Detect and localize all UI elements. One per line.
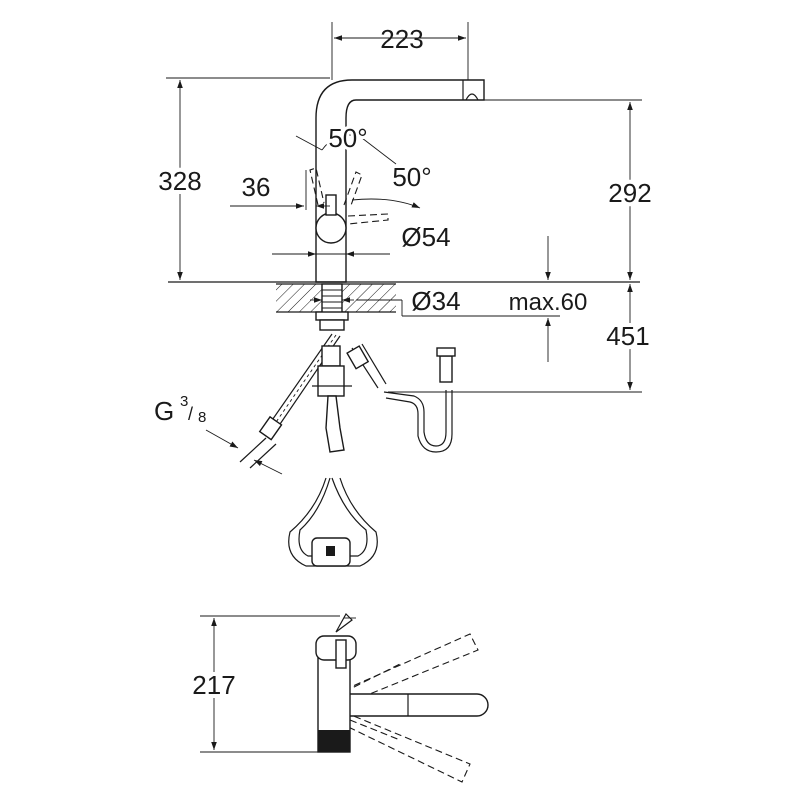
dim-total-height: 328: [154, 77, 330, 280]
diverter-valve: [321, 345, 341, 367]
dim-deck-thickness: max.60: [509, 236, 588, 362]
dim-hole-diameter: Ø34: [310, 286, 560, 317]
thread-g-label: G: [154, 396, 174, 426]
threaded-shank: [321, 283, 343, 317]
spout-nozzle: [465, 93, 479, 101]
thread-numerator: 3: [180, 393, 188, 410]
supply-hoses: [239, 333, 456, 567]
svg-text:/: /: [188, 404, 193, 424]
dim-width-top: 223: [331, 22, 469, 80]
dim-34-label: Ø34: [411, 286, 460, 316]
dim-top-view-height: 217: [188, 615, 340, 753]
dim-swivel-angle: 50°: [295, 120, 397, 165]
dim-lever-angle: 50°: [351, 162, 432, 209]
dim-223-label: 223: [380, 24, 423, 54]
dim-451-label: 451: [606, 321, 649, 351]
dim-swivel-label: 50°: [328, 123, 367, 153]
dim-max60-label: max.60: [509, 289, 588, 316]
dim-hose-length: 451: [388, 284, 654, 393]
thread-denominator: 8: [198, 409, 206, 426]
countertop-section: [276, 283, 396, 331]
lever-position-left: [309, 167, 325, 206]
faucet-top-view: [315, 613, 489, 783]
dim-handle-offset: 36: [230, 170, 330, 210]
dim-thread-connection: G 3 / 8: [154, 393, 283, 475]
mixer-body: [315, 212, 347, 244]
mounting-nut: [315, 311, 349, 321]
dim-lever-angle-label: 50°: [392, 162, 431, 192]
faucet-side-view: [168, 79, 640, 283]
dim-328-label: 328: [158, 166, 201, 196]
dim-spout-height: 292: [480, 99, 656, 280]
top-view-spout: [329, 693, 489, 717]
dim-292-label: 292: [608, 178, 651, 208]
mixer-lever: [325, 194, 337, 216]
dim-base-diameter: Ø54: [272, 222, 451, 257]
dim-54-label: Ø54: [401, 222, 450, 252]
lever-position-forward: [347, 213, 389, 225]
lever-position-right: [343, 171, 363, 209]
dim-36-label: 36: [242, 172, 271, 202]
dim-217-label: 217: [192, 670, 235, 700]
spout-column: [315, 79, 485, 283]
